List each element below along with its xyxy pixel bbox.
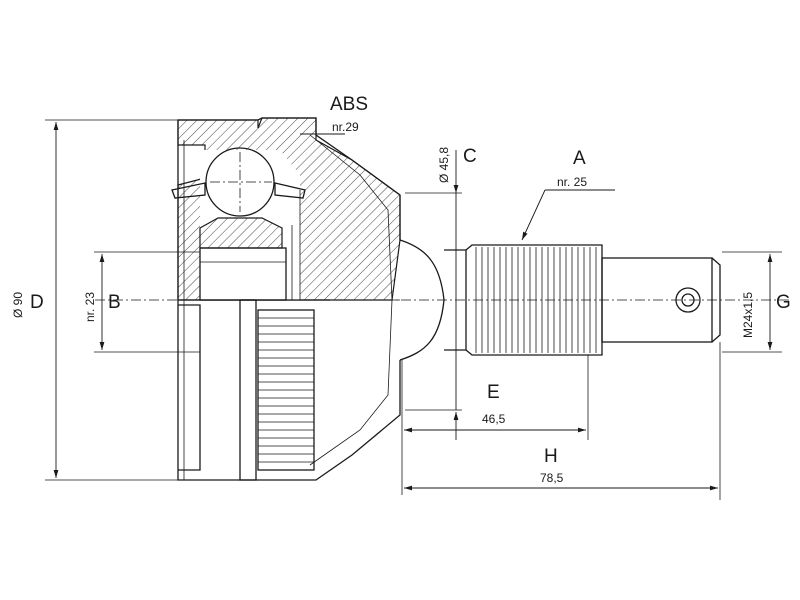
stub-shaft	[444, 244, 721, 356]
abs-ring	[178, 299, 315, 481]
label-abs: ABS	[330, 94, 368, 115]
abs-teeth	[258, 317, 314, 463]
ball	[205, 147, 275, 217]
cotter-pin-hole	[675, 287, 701, 313]
label-d: D	[30, 292, 44, 313]
label-d-dim: Ø 90	[11, 292, 25, 318]
label-e: E	[487, 382, 500, 403]
label-e-dim: 46,5	[482, 412, 506, 426]
label-a-nr: nr. 25	[557, 175, 587, 189]
label-c: C	[463, 146, 477, 167]
label-abs-nr: nr.29	[332, 120, 359, 134]
label-h-dim: 78,5	[540, 471, 564, 485]
label-h: H	[544, 446, 558, 467]
outer-housing	[177, 117, 445, 481]
label-g-dim: M24x1,5	[741, 292, 755, 338]
label-g: G	[776, 292, 791, 313]
inner-race-assembly	[171, 147, 306, 301]
label-b: B	[108, 292, 121, 313]
splines	[475, 247, 597, 353]
label-b-nr: nr. 23	[83, 292, 97, 322]
dimension-lines	[45, 119, 782, 500]
label-c-dim: Ø 45,8	[437, 147, 451, 183]
label-a: A	[573, 148, 586, 169]
